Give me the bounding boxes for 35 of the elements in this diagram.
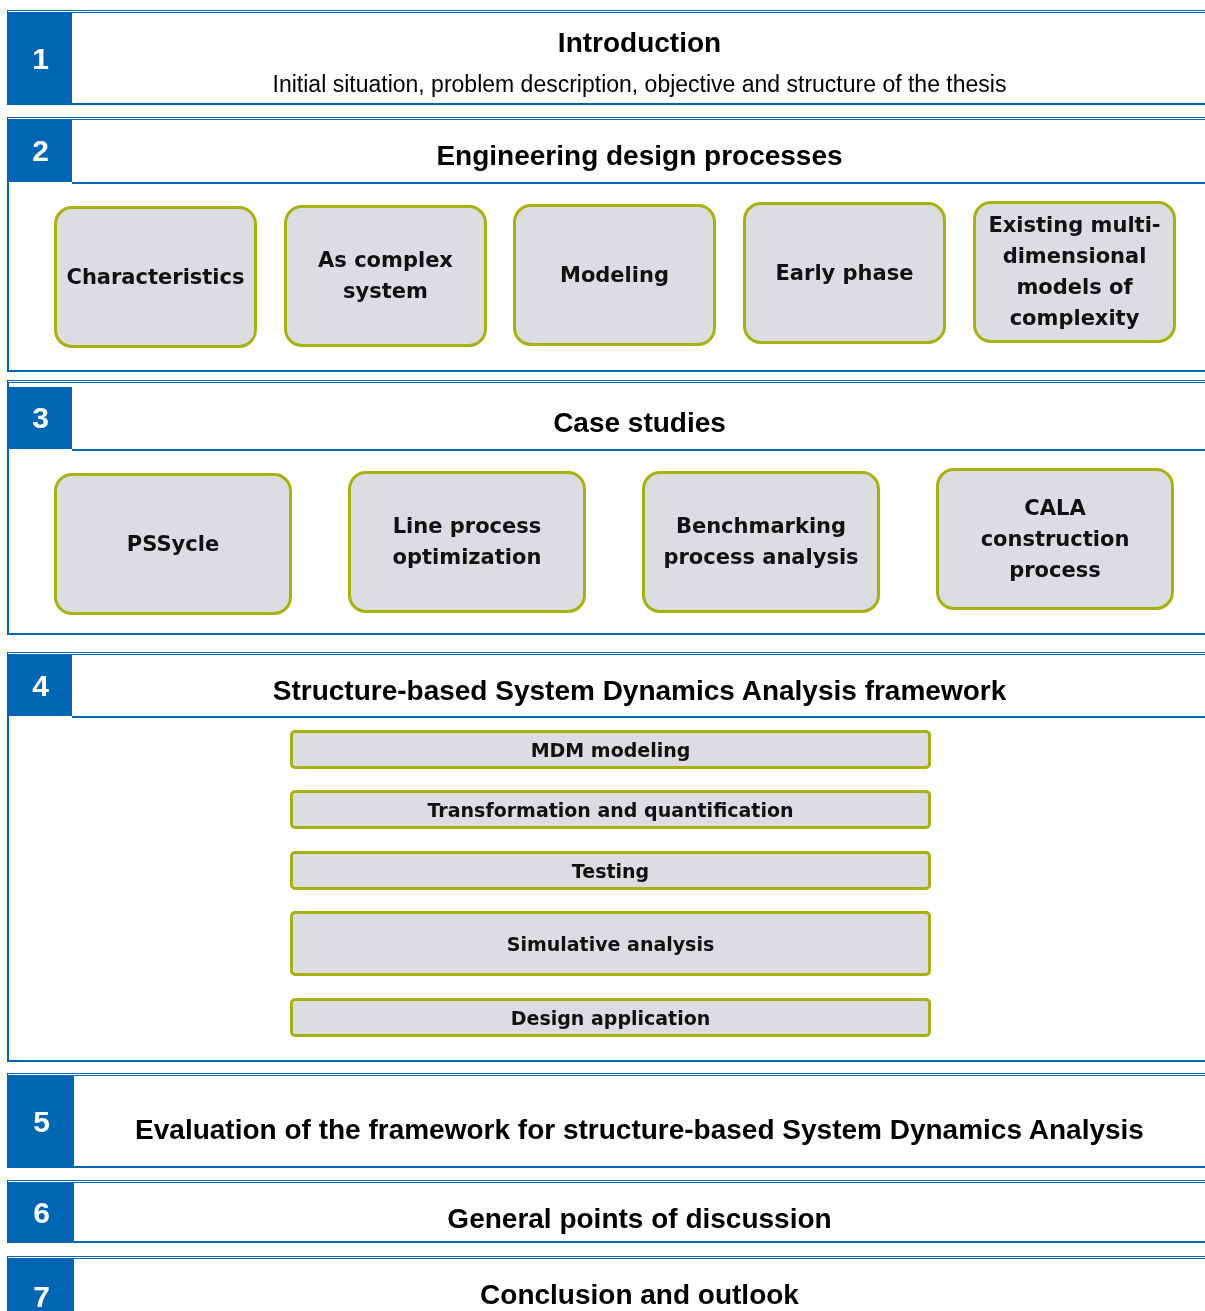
step-bar: Testing (290, 851, 931, 890)
section-title: Evaluation of the framework for structure-based System Dynamics Analysis (135, 1114, 1144, 1146)
section-number: 2 (9, 120, 72, 182)
section-number: 7 (9, 1259, 74, 1311)
section-title: Case studies (553, 407, 726, 439)
topic-box: PSSycle (54, 473, 292, 615)
section-title: Conclusion and outlook (480, 1279, 799, 1311)
section-number: 3 (9, 387, 72, 449)
step-bar: MDM modeling (290, 730, 931, 769)
section-band (7, 380, 1205, 635)
section-number: 1 (9, 13, 72, 104)
section-title: Engineering design processes (436, 140, 843, 172)
section-subtitle: Initial situation, problem description, objective and structure of the thesis (272, 71, 1007, 98)
topic-box: Existing multi-dimensional models of complexity (973, 201, 1176, 343)
section-band (7, 1180, 1205, 1243)
step-bar: Transformation and quantification (290, 790, 931, 829)
topic-box: As complex system (284, 205, 487, 347)
section-title: Introduction (557, 27, 722, 59)
section-band (7, 10, 1205, 105)
topic-box: Line process optimization (348, 471, 586, 613)
topic-box: Characteristics (54, 206, 257, 348)
topic-box: Modeling (513, 204, 716, 346)
section-band (7, 117, 1205, 372)
step-bar: Design application (290, 998, 931, 1037)
section-title: General points of discussion (447, 1203, 832, 1235)
section-number: 5 (9, 1076, 74, 1167)
section-number: 4 (9, 655, 72, 716)
section-number: 6 (9, 1183, 74, 1242)
step-bar: Simulative analysis (290, 911, 931, 976)
section-band (7, 1073, 1205, 1168)
topic-box: CALA construction process (936, 468, 1174, 610)
topic-box: Benchmarking process analysis (642, 471, 880, 613)
section-band (7, 652, 1205, 1062)
section-title: Structure-based System Dynamics Analysis framework (272, 675, 1007, 707)
topic-box: Early phase (743, 202, 946, 344)
